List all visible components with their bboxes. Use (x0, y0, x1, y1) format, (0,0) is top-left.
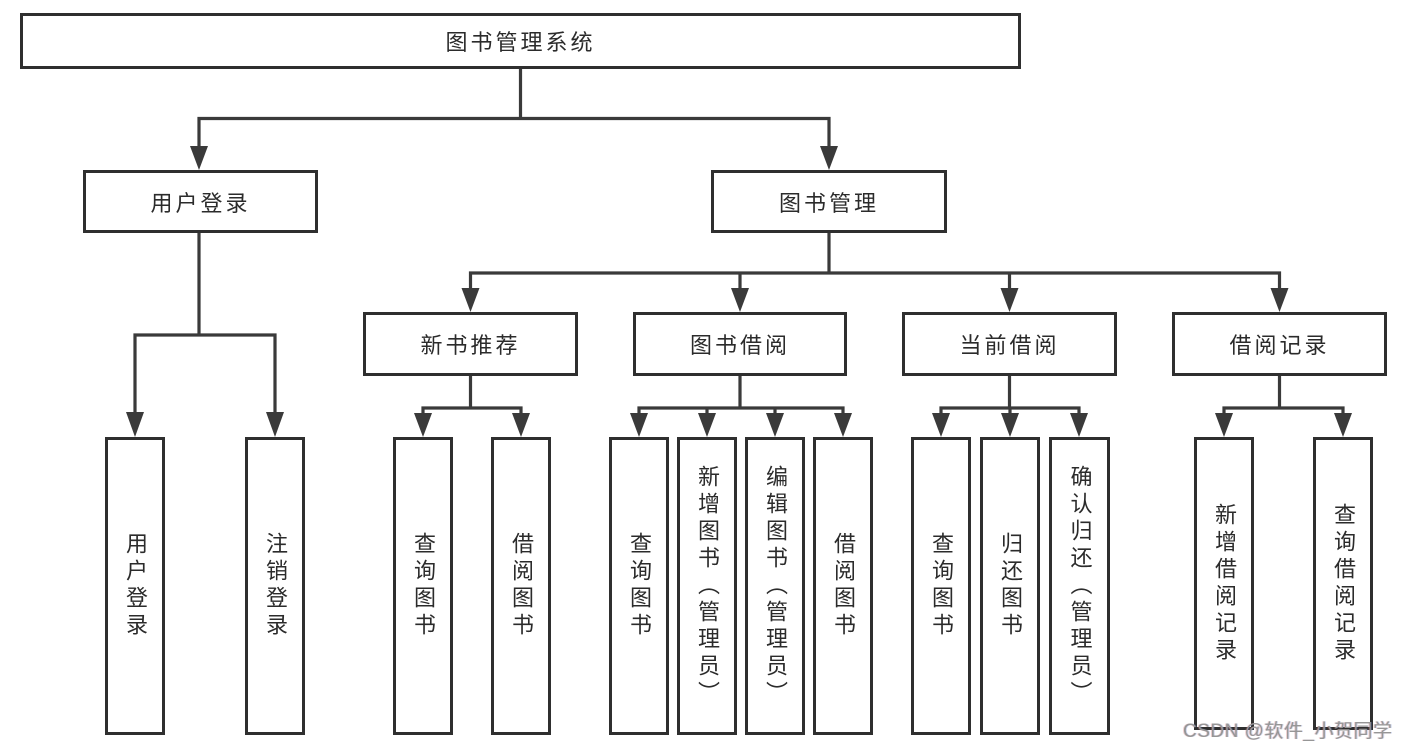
arrowhead (461, 288, 480, 312)
arrowhead (1000, 288, 1019, 312)
arrowhead (1270, 288, 1289, 312)
edge-records-to-leaves (1222, 375, 1345, 419)
arrowhead (820, 146, 838, 170)
leaf-user-login: 用户登录 (105, 437, 165, 735)
arrowhead (1001, 413, 1019, 437)
arrowhead (414, 413, 432, 437)
edge-userlogin-to-leaves (133, 233, 277, 419)
leaf-add-borrow-record: 新增借阅记录 (1194, 437, 1254, 730)
leaf-edit-books-admin: 编辑图书（管理员） (745, 437, 805, 735)
arrowhead (1215, 413, 1233, 437)
arrowhead (266, 412, 284, 437)
edge-current-to-leaves (939, 375, 1081, 419)
leaf-logout: 注销登录 (245, 437, 305, 735)
arrowhead (630, 413, 648, 437)
leaf-borrow-books-recommend: 借阅图书 (491, 437, 551, 735)
node-root: 图书管理系统 (20, 13, 1021, 69)
node-current-borrowing: 当前借阅 (902, 312, 1117, 376)
edge-root-to-level2 (197, 69, 831, 152)
node-borrowing-records: 借阅记录 (1172, 312, 1387, 376)
leaf-query-books-borrowing: 查询图书 (609, 437, 669, 735)
node-book-borrowing: 图书借阅 (633, 312, 847, 376)
leaf-borrow-books: 借阅图书 (813, 437, 873, 735)
csdn-watermark: CSDN @软件_小贺同学 (1183, 721, 1393, 742)
edge-bookmgmt-to-level3 (468, 233, 1282, 294)
node-user-login: 用户登录 (83, 170, 318, 233)
arrowhead (731, 288, 749, 312)
leaf-add-books-admin: 新增图书（管理员） (677, 437, 737, 735)
leaf-query-borrow-record: 查询借阅记录 (1313, 437, 1373, 730)
edge-newbook-to-leaves (421, 375, 523, 419)
arrowheads (126, 146, 1352, 437)
arrowhead (834, 413, 852, 437)
node-book-management: 图书管理 (711, 170, 947, 233)
arrowhead (126, 412, 144, 437)
leaf-confirm-return-admin: 确认归还（管理员） (1049, 437, 1110, 735)
arrowhead (190, 146, 208, 170)
node-new-book-recommendation: 新书推荐 (363, 312, 578, 376)
arrowhead (698, 413, 716, 437)
arrowhead (766, 413, 784, 437)
leaf-query-books-current: 查询图书 (911, 437, 971, 735)
leaf-return-books: 归还图书 (980, 437, 1040, 735)
connector-paths (133, 69, 1345, 419)
arrowhead (932, 413, 950, 437)
edge-borrowing-to-leaves (637, 375, 845, 419)
arrowhead (1070, 413, 1088, 437)
arrowhead (1334, 413, 1352, 437)
leaf-query-books-recommend: 查询图书 (393, 437, 453, 735)
arrowhead (512, 413, 530, 437)
